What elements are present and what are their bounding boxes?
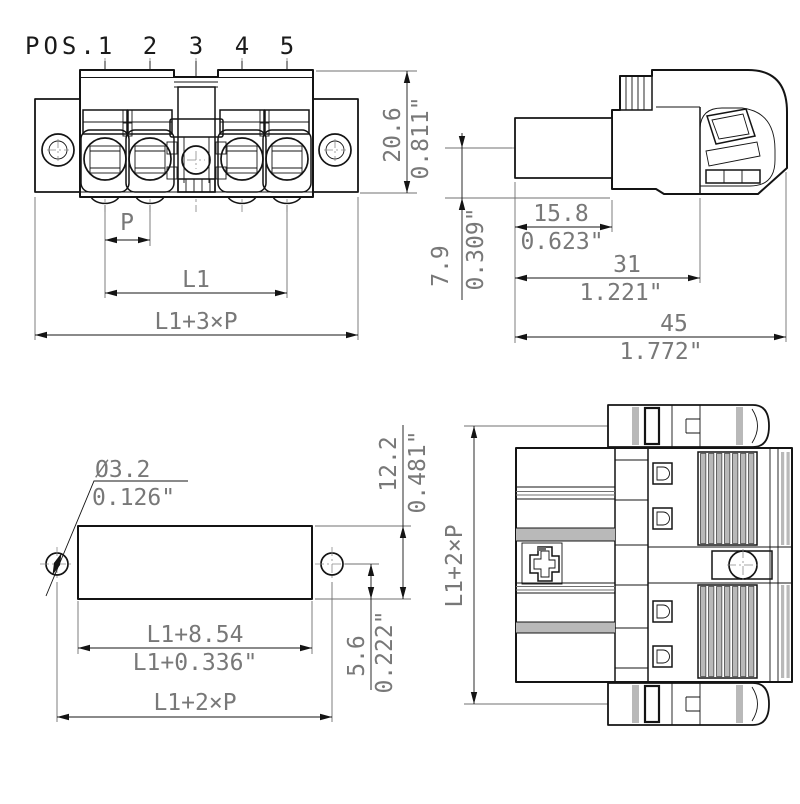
cutout-view: Ø3.2 0.126" 12.2 0.481" 5.6 0.222": [40, 425, 431, 722]
dim-cutout-width: L1+8.54 L1+0.336": [77, 601, 313, 676]
dim-cutout-width-in: L1+0.336": [133, 650, 258, 676]
dim-front-height-in: 0.811": [408, 96, 434, 179]
test-slots: [122, 109, 270, 137]
pos-1-label: 1: [98, 32, 112, 60]
dim-hole-dia-in: 0.126": [92, 485, 175, 511]
latch-foot: [705, 169, 761, 184]
dim-hole-diameter: Ø3.2 0.126": [45, 457, 188, 597]
dim-front-overall-label: L1+3×P: [154, 309, 237, 335]
dim-side-body-in: 1.221": [579, 280, 662, 306]
dim-l1: L1: [105, 267, 287, 297]
dim-top-length: L1+2×P: [442, 426, 478, 704]
pos-label: POS.: [25, 32, 99, 60]
dim-cutout-width-mm: L1+8.54: [147, 622, 244, 648]
dim-cutout-height-in: 0.481": [405, 430, 431, 513]
dim-top-length-label: L1+2×P: [442, 524, 468, 607]
grip-serrations: [619, 75, 653, 111]
dim-cutout-edge-mm: 5.6: [344, 635, 370, 677]
cutout-rectangle: [77, 525, 313, 600]
pos-3-label: 3: [189, 32, 203, 60]
dim-l1-label: L1: [182, 267, 210, 293]
clamp-unit-1: [80, 109, 130, 205]
dim-hole-span: L1+2×P: [56, 582, 333, 722]
dim-side-plug-in: 0.623": [520, 229, 603, 255]
dim-side-total-mm: 45: [660, 311, 688, 337]
side-view: 7.9 0.309" 15.8 0.623" 31 1.221" 45: [428, 69, 788, 365]
dim-front-height-mm: 20.6: [380, 107, 406, 162]
front-view: POS. 1 2 3 4 5: [25, 32, 434, 340]
clamp-unit-5: [262, 109, 312, 205]
center-latch: [166, 86, 227, 193]
top-housing-body: [515, 447, 793, 683]
dim-pitch-label: P: [120, 210, 134, 236]
dim-pitch: P: [34, 197, 359, 340]
clamp-unit-2: [125, 109, 175, 205]
coding-key: [521, 542, 563, 585]
grip-block-bottom: [697, 584, 758, 679]
pos-2-label: 2: [143, 32, 157, 60]
dim-side-plug-mm: 15.8: [533, 201, 588, 227]
latch-window: [706, 108, 756, 145]
pos-5-label: 5: [280, 32, 294, 60]
screw-yoke: [648, 546, 792, 584]
dim-cutout-height: 12.2 0.481": [315, 425, 431, 600]
dim-cutout-height-mm: 12.2: [376, 436, 402, 491]
clamp-ports: [652, 462, 673, 668]
dim-side-total-length: 45 1.772": [515, 172, 787, 365]
latch-rib: [705, 141, 761, 167]
grip-block-top: [697, 451, 758, 546]
clamp-unit-4: [217, 109, 267, 205]
dim-side-offset-mm: 7.9: [428, 245, 454, 287]
plug-barrel: [514, 117, 613, 179]
side-housing: [611, 69, 788, 195]
dim-side-body-mm: 31: [613, 252, 641, 278]
dim-hole-span-label: L1+2×P: [153, 690, 236, 716]
dim-hole-dia-mm: Ø3.2: [95, 457, 150, 483]
dim-side-offset-in: 0.309": [463, 207, 489, 290]
dim-cutout-edge: 5.6 0.222": [344, 563, 398, 694]
pos-4-label: 4: [235, 32, 249, 60]
top-view: L1+2×P: [442, 404, 793, 726]
flange-ear-top: [607, 404, 770, 448]
dim-front-height: 20.6 0.811": [316, 70, 434, 194]
dim-cutout-edge-in: 0.222": [372, 610, 398, 693]
flange-ear-bottom: [607, 682, 770, 726]
dim-side-body-length: 31 1.221": [515, 198, 701, 306]
mounting-flange-right: [312, 98, 359, 193]
dim-side-plug-length: 15.8 0.623": [514, 182, 613, 343]
dim-side-offset: 7.9 0.309": [428, 133, 610, 300]
dim-side-total-in: 1.772": [619, 339, 702, 365]
dim-front-overall: L1+3×P: [35, 309, 358, 339]
housing-body: [79, 69, 314, 198]
mounting-hole-right: [315, 547, 349, 581]
mounting-flange-left: [34, 98, 81, 193]
